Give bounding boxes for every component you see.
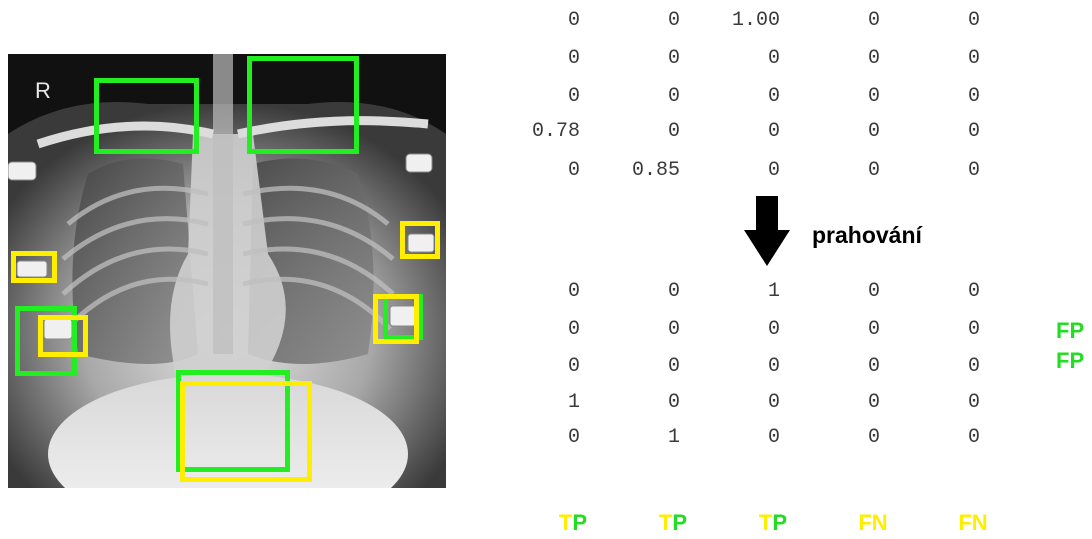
matrix-cell: 0 <box>700 354 780 380</box>
matrix-cell: 0 <box>900 8 980 34</box>
matrix-cell: 0 <box>900 158 980 184</box>
column-label-second-letter: P <box>772 510 787 535</box>
matrix-cell: 0 <box>900 119 980 145</box>
column-label: TP <box>543 510 603 536</box>
matrix-cell: 1 <box>600 425 680 451</box>
matrix-cell: 0 <box>700 317 780 343</box>
matrix-cell: 0 <box>800 8 880 34</box>
matrix-cell: 0.78 <box>500 119 580 145</box>
matrix-cell: 0 <box>900 317 980 343</box>
matrix-cell: 0 <box>500 425 580 451</box>
column-label: FN <box>943 510 1003 536</box>
matrix-cell: 0 <box>800 158 880 184</box>
matrix-cell: 0 <box>600 279 680 305</box>
matrix-cell: 0 <box>500 354 580 380</box>
matrix-cell: 1 <box>700 279 780 305</box>
column-label-first-letter: F <box>958 510 971 535</box>
matrix-cell: 0 <box>900 425 980 451</box>
matrix-cell: 0 <box>900 46 980 72</box>
column-label-first-letter: F <box>858 510 871 535</box>
matrix-cell: 0 <box>600 8 680 34</box>
matrix-cell: 0 <box>600 84 680 110</box>
matrix-cell: 0 <box>600 390 680 416</box>
matrix-cell: 0 <box>700 425 780 451</box>
prediction-box <box>38 315 88 357</box>
column-label: TP <box>643 510 703 536</box>
matrix-cell: 0 <box>600 46 680 72</box>
matrix-cell: 0 <box>800 46 880 72</box>
matrix-cell: 0 <box>500 317 580 343</box>
matrix-cell: 0 <box>800 279 880 305</box>
matrix-cell: 0 <box>600 317 680 343</box>
matrix-cell: 0 <box>900 354 980 380</box>
matrix-cell: 0 <box>700 390 780 416</box>
matrix-cell: 0 <box>900 279 980 305</box>
ground-truth-box <box>247 56 359 154</box>
matrix-cell: 0 <box>700 119 780 145</box>
matrix-cell: 0 <box>500 46 580 72</box>
column-label-first-letter: T <box>759 510 772 535</box>
prediction-box <box>400 221 440 259</box>
matrix-cell: 0 <box>500 84 580 110</box>
column-label-second-letter: P <box>572 510 587 535</box>
column-label: FN <box>843 510 903 536</box>
matrix-cell: 0 <box>800 354 880 380</box>
prediction-box <box>180 381 312 482</box>
chest-xray-image: R <box>8 54 446 488</box>
matrix-cell: 0 <box>800 119 880 145</box>
ground-truth-box <box>94 78 199 154</box>
row-label-fp: FP <box>1056 348 1084 374</box>
matrix-cell: 0 <box>600 119 680 145</box>
matrix-cell: 0.85 <box>600 158 680 184</box>
column-label-first-letter: T <box>659 510 672 535</box>
matrix-cell: 0 <box>600 354 680 380</box>
matrix-cell: 0 <box>500 279 580 305</box>
matrix-cell: 1 <box>500 390 580 416</box>
matrix-cell: 0 <box>800 425 880 451</box>
column-label-second-letter: N <box>972 510 988 535</box>
matrix-cell: 0 <box>700 84 780 110</box>
matrix-cell: 0 <box>800 390 880 416</box>
matrix-cell: 0 <box>500 158 580 184</box>
matrix-cell: 0 <box>700 158 780 184</box>
prediction-box <box>11 251 57 283</box>
column-label: TP <box>743 510 803 536</box>
matrix-cell: 0 <box>800 84 880 110</box>
matrix-cell: 1.00 <box>700 8 780 34</box>
down-arrow-icon <box>744 196 790 266</box>
thresholding-label: prahování <box>812 222 922 249</box>
column-label-second-letter: N <box>872 510 888 535</box>
side-marker: R <box>35 78 51 104</box>
matrix-cell: 0 <box>900 84 980 110</box>
matrix-cell: 0 <box>700 46 780 72</box>
column-label-second-letter: P <box>672 510 687 535</box>
matrix-cell: 0 <box>900 390 980 416</box>
prediction-box <box>373 294 419 344</box>
matrix-cell: 0 <box>800 317 880 343</box>
column-label-first-letter: T <box>559 510 572 535</box>
matrix-cell: 0 <box>500 8 580 34</box>
row-label-fp: FP <box>1056 318 1084 344</box>
